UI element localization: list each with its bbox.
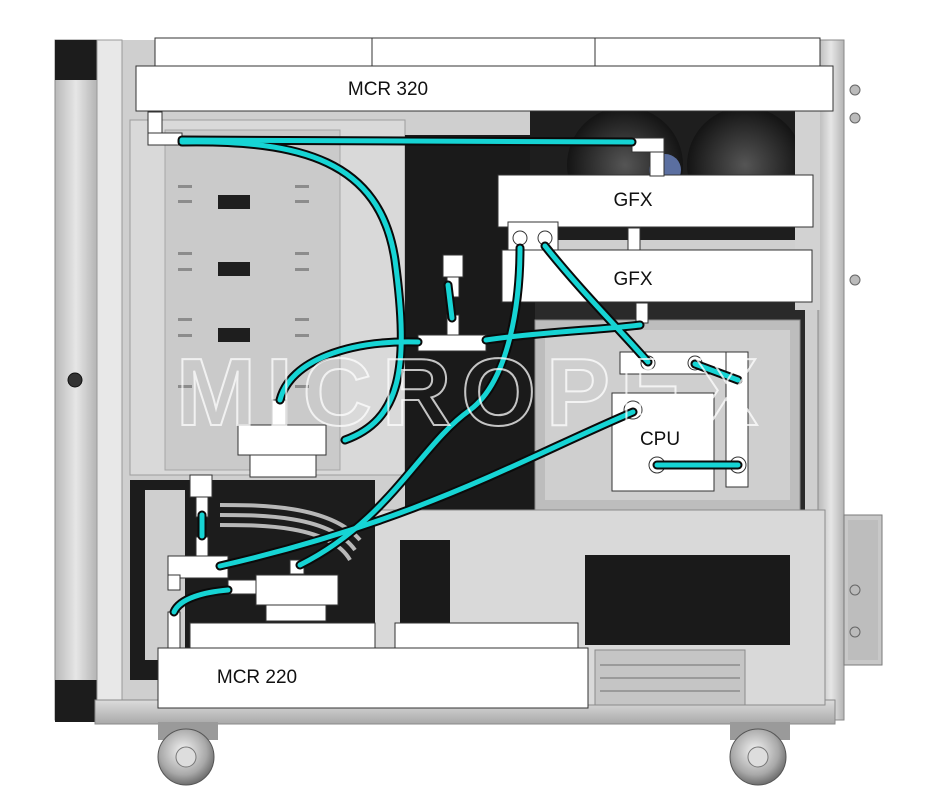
pump-top [237, 399, 327, 478]
gfx-card-upper [497, 174, 814, 228]
coolant-tubes [169, 135, 743, 617]
radiator-bottom [157, 622, 589, 709]
label-radiator-top: MCR 320 [348, 79, 428, 100]
watermark: MICROPEX [176, 339, 768, 446]
label-gfx-lower: GFX [613, 269, 652, 290]
label-gfx-upper: GFX [613, 190, 652, 211]
case-wheels [157, 722, 790, 786]
label-radiator-bottom: MCR 220 [217, 667, 297, 688]
radiator-top [135, 37, 834, 112]
pump-bottom [227, 574, 339, 622]
label-cpu: CPU [640, 429, 680, 450]
gfx-card-lower [501, 249, 813, 303]
